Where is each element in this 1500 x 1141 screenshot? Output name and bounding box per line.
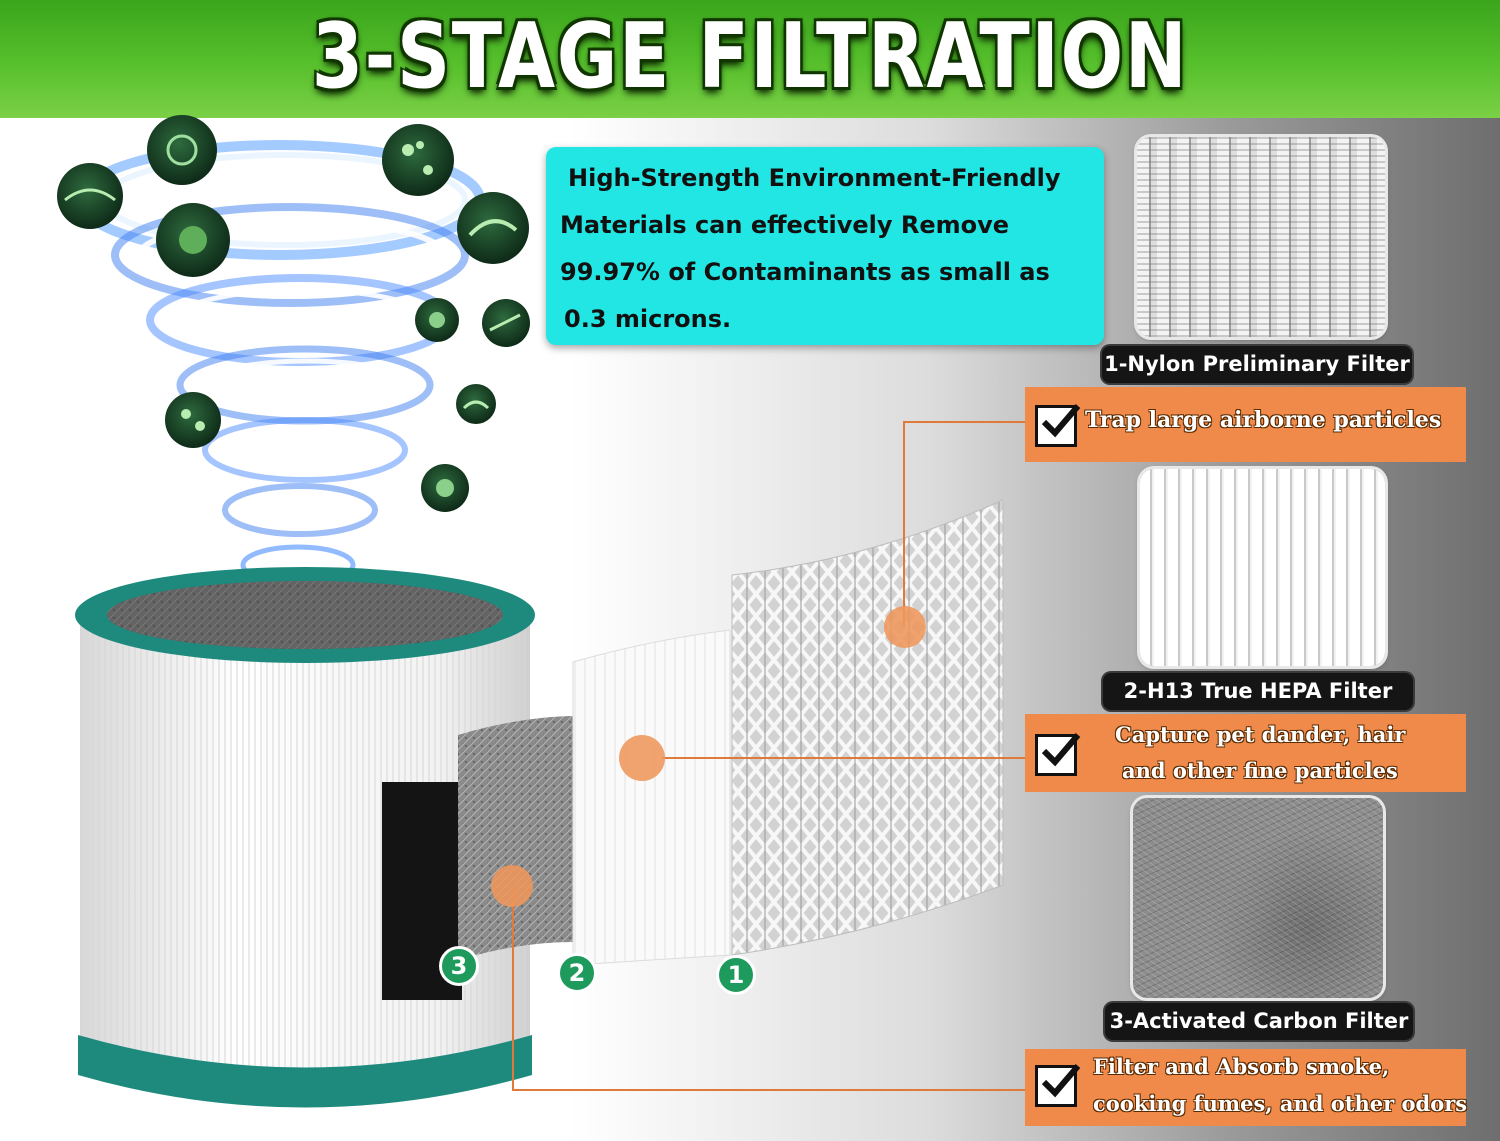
connector-line-1 xyxy=(903,421,905,626)
check-icon xyxy=(1035,733,1081,776)
check-icon xyxy=(1035,404,1081,447)
hepa-filter-sample xyxy=(1140,469,1385,666)
info-line: High-Strength Environment-Friendly xyxy=(568,164,1061,192)
benefit-box-3: Filter and Absorb smoke, cooking fumes, … xyxy=(1025,1049,1468,1126)
benefit-box-1: Trap large airborne particles xyxy=(1025,387,1466,462)
info-line: Materials can effectively Remove xyxy=(560,211,1010,239)
connector-line-3h xyxy=(512,1089,1028,1091)
marker-dot-2 xyxy=(619,735,665,781)
info-line: 0.3 microns. xyxy=(564,305,732,333)
marker-dot-1 xyxy=(884,606,926,648)
filter-layers xyxy=(458,499,1004,966)
title-banner: 3-STAGE FILTRATION xyxy=(0,0,1500,118)
stage-label-3: 3-Activated Carbon Filter xyxy=(1105,1003,1413,1040)
contaminant-particles xyxy=(57,115,530,512)
stage-badge-1: 1 xyxy=(716,955,756,995)
stage-badge-2: 2 xyxy=(557,953,597,993)
benefit-box-2: Capture pet dander, hair and other fine … xyxy=(1025,714,1466,792)
info-line: 99.97% of Contaminants as small as xyxy=(560,258,1050,286)
connector-line-1h xyxy=(903,421,1028,423)
check-icon xyxy=(1035,1064,1081,1107)
benefit-text-2b: and other fine particles xyxy=(1122,758,1398,783)
connector-line-2 xyxy=(662,757,1028,759)
benefit-text-1: Trap large airborne particles xyxy=(1085,407,1442,433)
stage-label-1: 1-Nylon Preliminary Filter xyxy=(1102,346,1412,383)
benefit-text-3b: cooking fumes, and other odors xyxy=(1093,1091,1468,1116)
stage-label-2: 2-H13 True HEPA Filter xyxy=(1103,673,1413,710)
benefit-text-3a: Filter and Absorb smoke, xyxy=(1093,1054,1390,1079)
benefit-text-2a: Capture pet dander, hair xyxy=(1115,722,1406,747)
carbon-filter-sample xyxy=(1133,798,1383,998)
page-title: 3-STAGE FILTRATION xyxy=(311,4,1189,109)
filter-cylinder xyxy=(75,567,535,1108)
marker-dot-3 xyxy=(491,865,533,907)
air-vortex xyxy=(75,140,485,621)
nylon-filter-sample xyxy=(1137,137,1385,337)
connector-line-3 xyxy=(512,886,514,1090)
stage-badge-3: 3 xyxy=(439,946,479,986)
info-box: High-Strength Environment-Friendly Mater… xyxy=(546,147,1104,345)
